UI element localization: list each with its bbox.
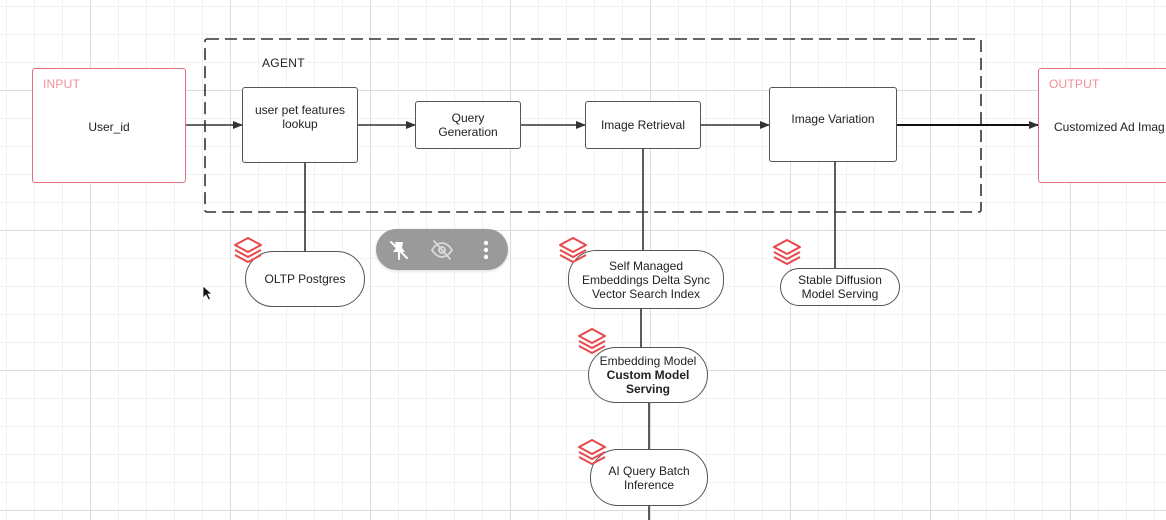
node-query-generation-label: Query Generation	[438, 111, 498, 139]
databricks-icon	[578, 439, 606, 465]
resource-vector-search-index[interactable]: Self Managed Embeddings Delta Sync Vecto…	[568, 250, 724, 309]
resource-vector-line-2: Embeddings Delta Sync	[581, 272, 711, 287]
resource-ai-query-batch[interactable]: AI Query Batch Inference	[590, 449, 708, 506]
node-query-generation[interactable]: Query Generation	[415, 101, 521, 149]
databricks-icon	[578, 328, 606, 354]
resource-oltp-postgres[interactable]: OLTP Postgres	[245, 251, 365, 307]
resource-embedding-line-1: Embedding Model	[599, 354, 697, 368]
resource-embedding-bold-1: Custom Model	[606, 368, 690, 382]
resource-sd-line-2: Model Serving	[801, 287, 879, 301]
mouse-cursor-icon	[202, 285, 214, 301]
resource-oltp-label: OLTP Postgres	[264, 272, 346, 286]
node-image-variation[interactable]: Image Variation	[769, 87, 897, 162]
resource-vector-line-3: Vector Search Index	[591, 286, 701, 301]
databricks-icon	[773, 239, 801, 265]
output-text: Customized Ad Imag	[1054, 120, 1165, 134]
input-block[interactable]: INPUT User_id	[32, 68, 186, 183]
resource-sd-line-1: Stable Diffusion	[798, 273, 882, 287]
output-label: OUTPUT	[1049, 77, 1100, 91]
unpin-icon[interactable]	[386, 237, 412, 263]
resource-aiquery-line-2: Inference	[623, 477, 675, 492]
input-label: INPUT	[43, 77, 80, 91]
resource-vector-line-1: Self Managed	[608, 258, 684, 273]
resource-embedding-bold-2: Serving	[625, 382, 670, 396]
output-block[interactable]: OUTPUT Customized Ad Imag	[1038, 68, 1166, 183]
agent-label: AGENT	[262, 56, 305, 70]
databricks-icon	[234, 237, 262, 263]
node-image-variation-label: Image Variation	[791, 111, 875, 126]
input-text: User_id	[88, 120, 130, 134]
resource-stable-diffusion[interactable]: Stable Diffusion Model Serving	[780, 268, 900, 306]
databricks-icon	[559, 237, 587, 263]
node-image-retrieval-label: Image Retrieval	[600, 118, 686, 132]
node-image-retrieval[interactable]: Image Retrieval	[585, 101, 701, 149]
more-vertical-icon[interactable]	[473, 237, 499, 263]
resource-embedding-model[interactable]: Embedding Model Custom Model Serving	[588, 347, 708, 403]
eye-off-icon[interactable]	[429, 237, 455, 263]
node-pet-features-lookup[interactable]: user pet features lookup	[242, 87, 358, 163]
node-pet-features-label: user pet features lookup	[254, 103, 346, 131]
resource-aiquery-line-1: AI Query Batch	[608, 463, 690, 478]
floating-toolbar	[376, 229, 508, 270]
